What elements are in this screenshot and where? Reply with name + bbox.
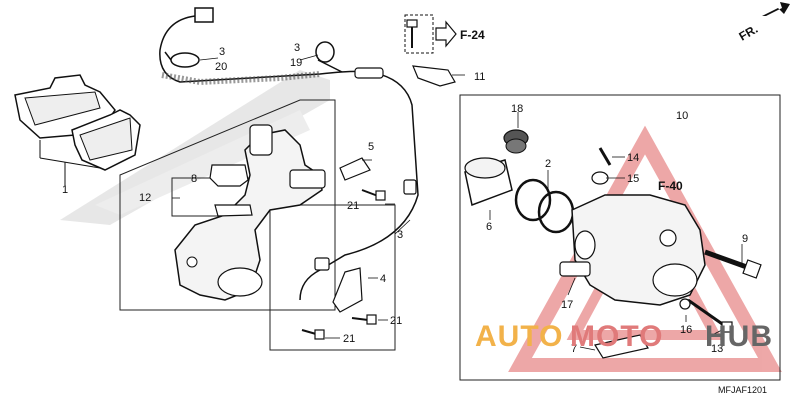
hose-clamp-left bbox=[164, 51, 200, 68]
bolt-21-lower bbox=[301, 329, 325, 340]
callout-8: 8 bbox=[191, 173, 197, 185]
wire-clip-lower bbox=[314, 257, 330, 271]
ref-front: FR. bbox=[737, 22, 761, 44]
dust-boot-18 bbox=[503, 129, 529, 154]
callout-6: 6 bbox=[486, 221, 492, 233]
bleeder-cap-15 bbox=[591, 171, 609, 185]
piston-6 bbox=[464, 157, 513, 207]
callout-17: 17 bbox=[561, 299, 573, 311]
callout-14: 14 bbox=[627, 152, 639, 164]
sensor-wire bbox=[159, 7, 419, 301]
hose-box bbox=[269, 204, 396, 351]
callout-11: 11 bbox=[474, 71, 485, 83]
hose-clamp-right bbox=[315, 41, 343, 73]
stay-4 bbox=[332, 267, 363, 313]
diagram-code: MFJAF1201 bbox=[718, 385, 767, 395]
bolt-21-middle bbox=[351, 314, 377, 325]
leader-lines bbox=[172, 54, 743, 351]
callout-10: 10 bbox=[676, 110, 688, 122]
piston-seal-2 bbox=[514, 178, 575, 234]
callout-2: 2 bbox=[545, 158, 551, 170]
callout-4: 4 bbox=[380, 273, 386, 285]
callout-3-left: 3 bbox=[219, 46, 225, 58]
pad-spring bbox=[209, 164, 253, 217]
arrow-right-icon bbox=[435, 20, 457, 48]
callout-1: 1 bbox=[62, 184, 68, 196]
wire-clip bbox=[403, 179, 417, 195]
caliper-body bbox=[571, 194, 706, 306]
brake-pad-inner bbox=[71, 109, 141, 171]
front-direction-arrow-icon bbox=[762, 2, 790, 16]
callout-12: 12 bbox=[139, 192, 151, 204]
callout-9: 9 bbox=[742, 233, 748, 245]
callout-7: 7 bbox=[571, 343, 577, 355]
bleeder-screw-14 bbox=[598, 147, 612, 166]
pad-retainer-7 bbox=[594, 334, 649, 359]
callout-18: 18 bbox=[511, 103, 523, 115]
wire-grommet bbox=[354, 67, 384, 79]
hose-clip-11 bbox=[412, 65, 456, 87]
ref-f24: F-24 bbox=[460, 28, 485, 42]
caliper-assy-box bbox=[459, 94, 781, 381]
washer-16 bbox=[679, 298, 691, 310]
pin-17 bbox=[559, 261, 591, 277]
callout-21-upper: 21 bbox=[347, 200, 359, 212]
callout-20: 20 bbox=[215, 61, 227, 73]
watermark-auto: AUTO bbox=[475, 320, 563, 353]
bolt-13 bbox=[687, 298, 733, 333]
callout-5: 5 bbox=[368, 141, 374, 153]
stay-5 bbox=[339, 157, 371, 181]
callout-13: 13 bbox=[711, 343, 723, 355]
callout-16: 16 bbox=[680, 324, 692, 336]
pin-bolt-9 bbox=[704, 249, 762, 279]
callout-21-lower: 21 bbox=[343, 333, 355, 345]
callout-3-right: 3 bbox=[294, 42, 300, 54]
callout-19: 19 bbox=[290, 57, 302, 69]
connector-plug bbox=[194, 7, 214, 23]
callout-21-middle: 21 bbox=[390, 315, 402, 327]
ref-f40: F-40 bbox=[658, 179, 683, 193]
callout-3-lower: 3 bbox=[397, 229, 403, 241]
watermark-moto: MOTO bbox=[570, 320, 663, 353]
bolt-21-upper bbox=[361, 189, 386, 201]
watermark-hub: HUB bbox=[705, 320, 773, 353]
screw-icon bbox=[406, 19, 418, 48]
callout-15: 15 bbox=[627, 173, 639, 185]
